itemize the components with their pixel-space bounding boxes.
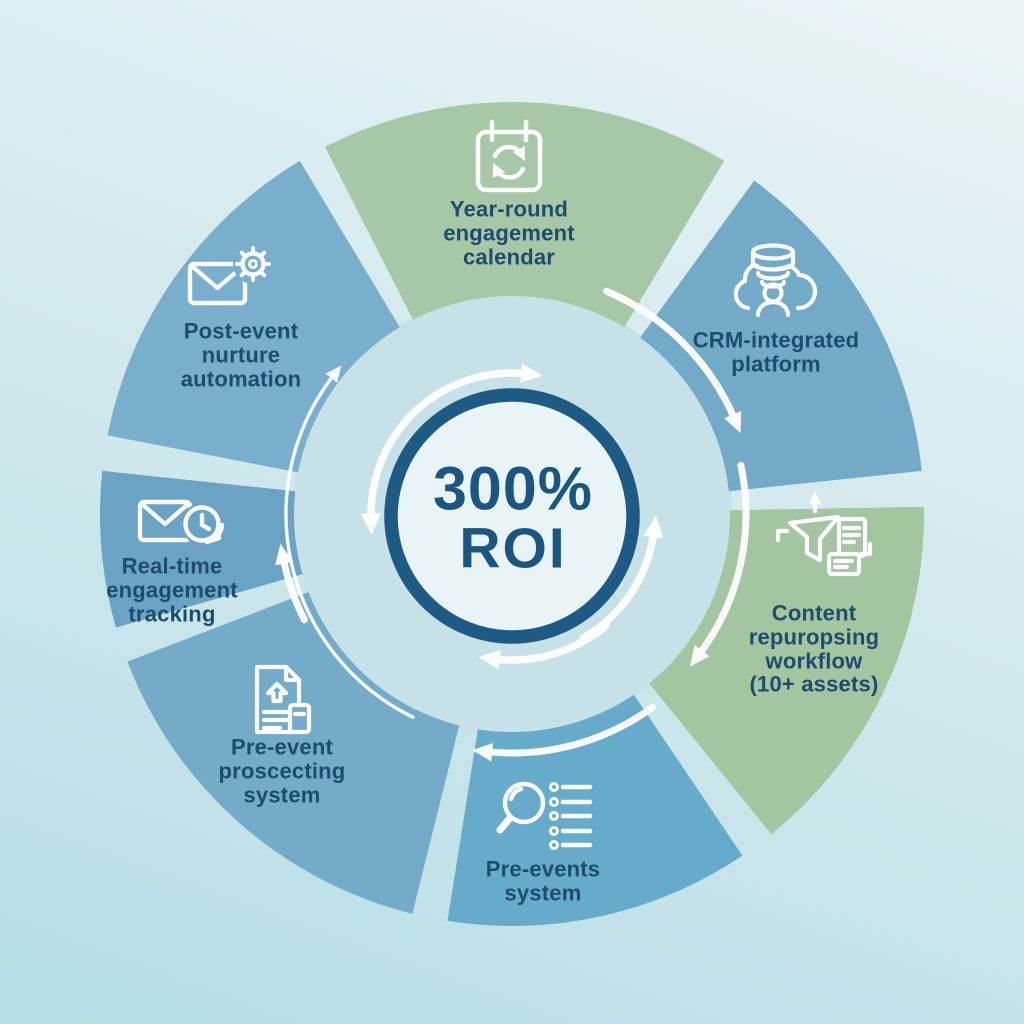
arrow-content-to-pre-events-head <box>472 742 494 762</box>
hub-arrow-right-head <box>643 515 664 539</box>
hub-arrow-right <box>579 527 658 642</box>
hub-arrow-left <box>367 423 405 523</box>
arrow-prospecting-to-real-time-head <box>275 543 294 566</box>
arrow-year-round-to-crm <box>603 287 739 423</box>
hub-arrows-layer <box>360 363 664 670</box>
segment-pre-event-prospecting-system <box>127 592 460 914</box>
label-year-round-engagement-calendar: Year-round engagement calendar <box>443 196 575 269</box>
roi-center-text: 300% ROI <box>432 454 594 581</box>
label-pre-event-prospecting-system: Pre-event proscecting system <box>218 734 346 807</box>
search-checklist-icon <box>496 781 593 850</box>
calendar-sync-icon <box>475 119 543 193</box>
segment-year-round-engagement-calendar <box>324 102 725 328</box>
arrow-crm-to-content <box>695 461 750 659</box>
hub-arrow-top <box>392 369 531 437</box>
label-content-repurposing-workflow: Content repuropsing workflow (10+ assets… <box>748 600 880 697</box>
arrow-crm-to-content-head <box>689 645 710 667</box>
email-clock-icon <box>137 499 225 545</box>
roi-value: 300% <box>432 454 594 523</box>
segment-post-event-nurture-automation <box>107 160 400 473</box>
hub-arrow-left-head <box>360 512 381 535</box>
label-real-time-engagement-tracking: Real-time engagement tracking <box>106 553 238 626</box>
flow-arrows-layer <box>275 287 750 762</box>
roi-label: ROI <box>459 516 567 581</box>
segment-crm-integrated-platform <box>640 180 922 492</box>
roi-circle <box>384 388 640 644</box>
content-funnel-icon <box>775 491 873 577</box>
hub-arrow-top-head <box>520 363 543 384</box>
arrow-content-to-pre-events <box>483 703 656 757</box>
document-upload-icon <box>254 664 312 735</box>
segment-content-repurposing-workflow <box>649 506 924 835</box>
email-gear-icon <box>187 244 273 306</box>
arrow-real-time-to-post-event <box>284 373 415 719</box>
arrow-year-round-to-crm-head <box>724 410 742 434</box>
crm-database-cloud-icon <box>733 241 818 318</box>
hub-arrow-bottom-head <box>478 649 501 670</box>
label-pre-events-system: Pre-events system <box>485 856 601 905</box>
label-post-event-nurture-automation: Post-event nurture automation <box>180 318 302 391</box>
segments-layer <box>100 102 924 926</box>
label-crm-integrated-platform: CRM-integrated platform <box>692 327 860 376</box>
arrow-real-time-to-post-event-head <box>325 365 342 383</box>
